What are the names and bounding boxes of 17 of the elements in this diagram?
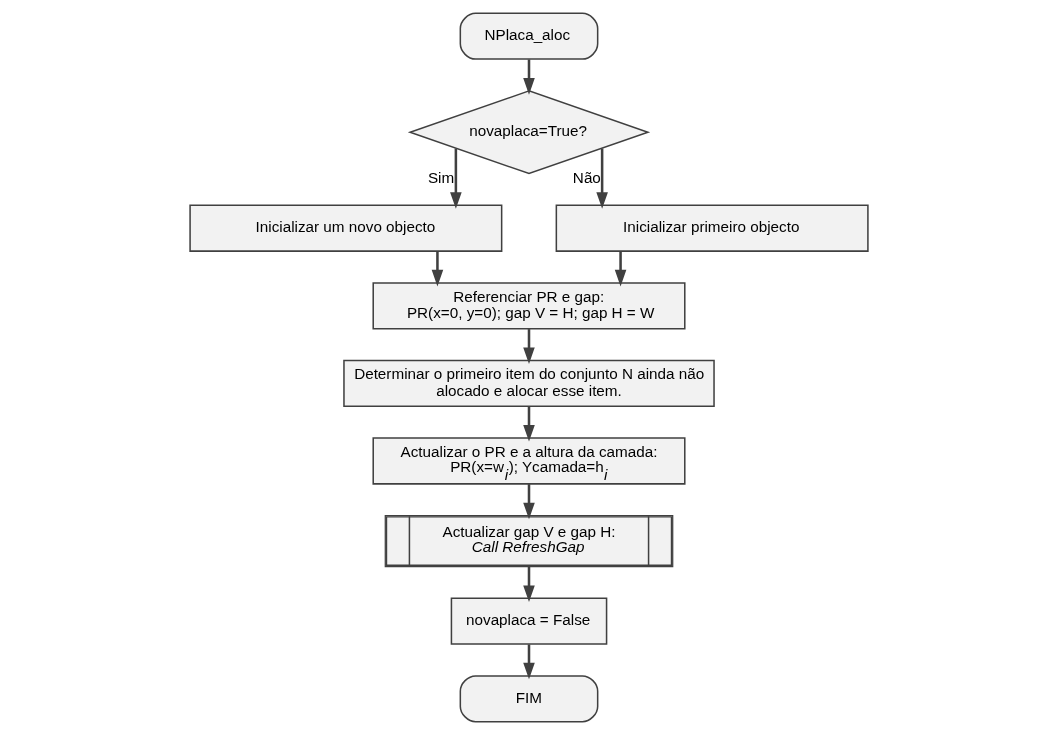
arrow [614, 251, 627, 287]
arrow [523, 566, 535, 603]
node-box: novaplaca = False [450, 597, 608, 645]
node-box: Inicializar primeiro objecto [555, 204, 869, 252]
node-box: Referenciar PR e gap: PR(x=0, y=0); gap V = H; gap H = W [372, 282, 686, 330]
arrow [596, 148, 608, 209]
arrow [523, 644, 535, 680]
node-box: Determinar o primeiro item do conjunto N ainda não alocado e alocar esse item. [343, 359, 715, 408]
arrow [523, 484, 535, 520]
arrow [523, 329, 535, 364]
node-box: Inicializar um novo objecto [189, 204, 503, 252]
arrow [523, 59, 535, 95]
arrow [431, 251, 444, 287]
arrow [523, 406, 535, 442]
node-box: NPlaca_aloc [459, 12, 599, 60]
arrow [450, 148, 462, 209]
node-box: FIM [459, 675, 599, 723]
